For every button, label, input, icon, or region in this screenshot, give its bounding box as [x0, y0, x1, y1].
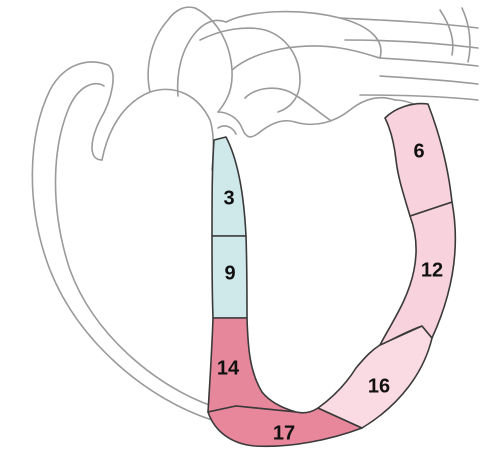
vessel-stub-2 — [462, 8, 470, 62]
heart-inner-left-contour — [56, 84, 213, 406]
heart-outer-left-contour — [32, 62, 212, 420]
pulmonary-vessel-lower-inner — [380, 76, 478, 84]
segment-14-label: 14 — [217, 357, 240, 379]
vessel-stub-1 — [440, 10, 453, 55]
vessel-outline-top-center — [200, 28, 300, 112]
segment-3-label: 3 — [223, 187, 234, 209]
segment-12-region — [380, 202, 455, 345]
segment-9-label: 9 — [224, 262, 235, 284]
segment-17-label: 17 — [273, 422, 295, 444]
pulmonary-vessel-upper-inner — [345, 40, 478, 48]
vessel-outline-top-center-2 — [245, 88, 330, 120]
aorta-inner-outline — [232, 46, 380, 70]
vessel-outline-3 — [195, 8, 232, 112]
pulmonary-vessel-lower — [380, 58, 478, 66]
vessel-outline-1 — [148, 7, 195, 92]
valve-outline-2 — [218, 126, 236, 134]
left-atrium-outline — [102, 89, 213, 170]
segment-12-label: 12 — [421, 259, 443, 281]
segment-6-label: 6 — [413, 140, 424, 162]
segment-16-label: 16 — [368, 375, 390, 397]
